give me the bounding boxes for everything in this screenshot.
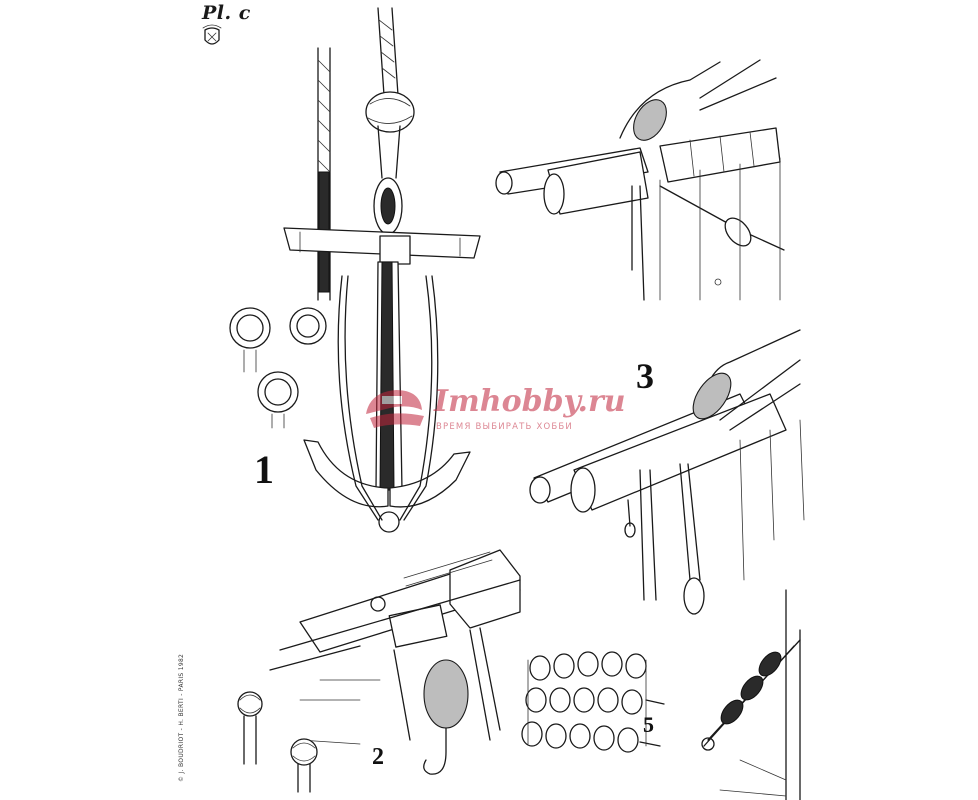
parrel-illustration (521, 651, 665, 753)
watermark-brand: Imhobby.ru (434, 384, 626, 419)
copyright-note: © J. BOUDRIOT - H. BERTI - PARIS 1982 (178, 653, 185, 782)
parrel-row-top (529, 651, 647, 681)
figure-number-3: 3 (636, 356, 654, 396)
crest-icon (202, 24, 222, 45)
plate-label: Pl. c (202, 2, 251, 24)
figure-number-5: 5 (643, 712, 654, 737)
watermark: Imhobby.ru ВРЕМЯ ВЫБИРАТЬ ХОББИ (360, 380, 630, 440)
figure-number-2: 2 (372, 744, 384, 770)
parrel-row-mid (525, 687, 643, 715)
spar-deadeye-illustration (529, 329, 805, 615)
chain-plate-illustration (701, 589, 801, 800)
parrel-row-bottom (521, 721, 639, 753)
watermark-tagline: ВРЕМЯ ВЫБИРАТЬ ХОББИ (436, 422, 573, 432)
watermark-logo-icon (366, 390, 424, 428)
spar-block-illustration (495, 59, 785, 301)
anchor-illustration (229, 7, 481, 533)
cathead-illustration (237, 549, 521, 793)
figure-number-1: 1 (254, 447, 274, 492)
